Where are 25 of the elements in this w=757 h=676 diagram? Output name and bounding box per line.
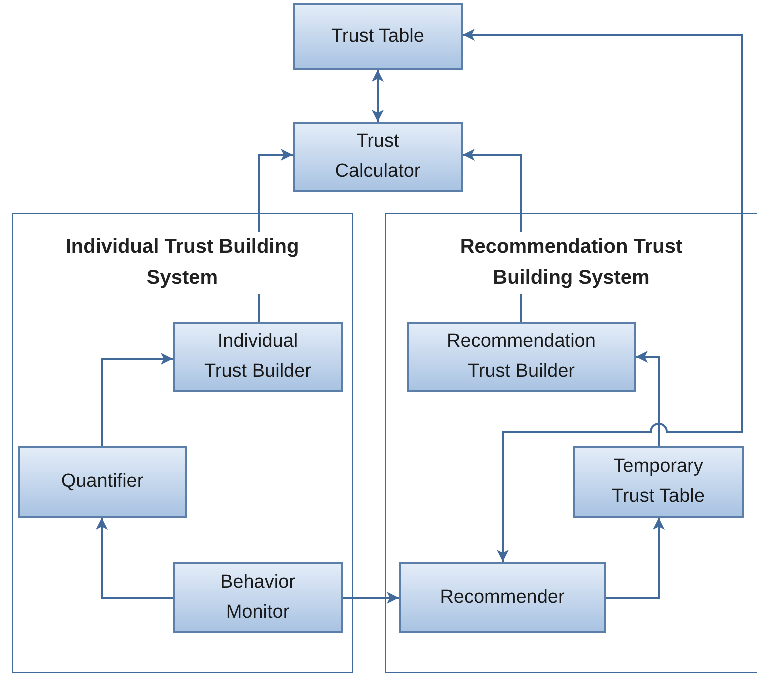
- process-box: [293, 3, 463, 70]
- process-box: [18, 446, 187, 518]
- process-box: [399, 562, 606, 633]
- system-panel: [12, 213, 353, 673]
- box-label: Temporary Trust Table: [611, 455, 706, 509]
- box-label: Behavior Monitor: [220, 570, 296, 624]
- process-box: [173, 322, 343, 392]
- connector-arrow: [606, 518, 665, 599]
- process-box: [407, 322, 636, 392]
- connector-arrow: [96, 518, 173, 599]
- box-label: Quantifier: [61, 470, 144, 494]
- box-label: Recommendation Trust Builder: [446, 330, 597, 384]
- box-label: Trust Table: [332, 24, 424, 48]
- box-label: Individual Trust Builder: [204, 330, 312, 384]
- connector-arrow: [636, 351, 660, 446]
- system-panel: [385, 213, 757, 673]
- box-label: Recommender: [440, 586, 565, 610]
- box-label: Trust Calculator: [334, 130, 422, 184]
- process-box: [573, 446, 744, 518]
- process-box: [173, 562, 343, 633]
- connector-arrow: [343, 592, 399, 604]
- connector-arrow: [463, 29, 743, 562]
- connector-arrow: [101, 353, 173, 446]
- connector-arrow: [372, 70, 384, 122]
- process-box: [293, 122, 463, 192]
